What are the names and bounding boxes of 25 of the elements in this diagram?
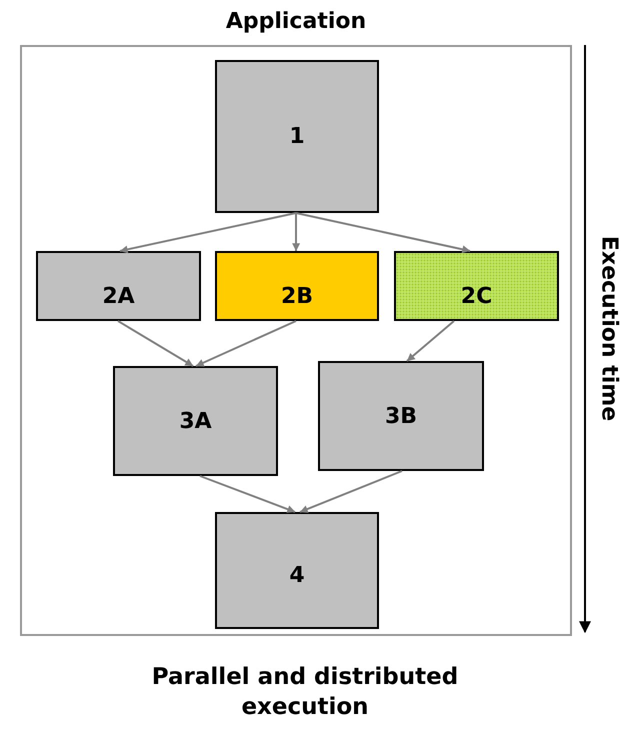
arrow <box>196 320 296 367</box>
arrow <box>296 212 470 254</box>
arrow <box>200 475 296 513</box>
arrow <box>292 213 300 252</box>
task-label: 3B <box>384 404 418 428</box>
task-box <box>215 251 379 321</box>
arrow <box>120 212 296 254</box>
task-box <box>113 366 278 476</box>
task-box <box>394 251 559 321</box>
task-label: 3A <box>179 408 212 434</box>
task-box <box>215 60 379 213</box>
task-label: 4 <box>289 562 305 588</box>
arrow <box>300 470 402 513</box>
task-label: 2B <box>280 282 314 308</box>
task-box <box>318 361 484 471</box>
task-box <box>215 512 379 629</box>
arrow <box>117 320 194 367</box>
axis-label: Execution time <box>596 234 622 424</box>
arrow <box>406 320 455 362</box>
task-label: 2C <box>460 282 492 308</box>
frame-heading: Application <box>224 9 368 34</box>
task-box <box>36 251 201 321</box>
diagram-caption: Parallel and distributed execution <box>150 663 460 722</box>
task-label: 1 <box>289 124 305 149</box>
task-label: 2A <box>102 282 135 308</box>
